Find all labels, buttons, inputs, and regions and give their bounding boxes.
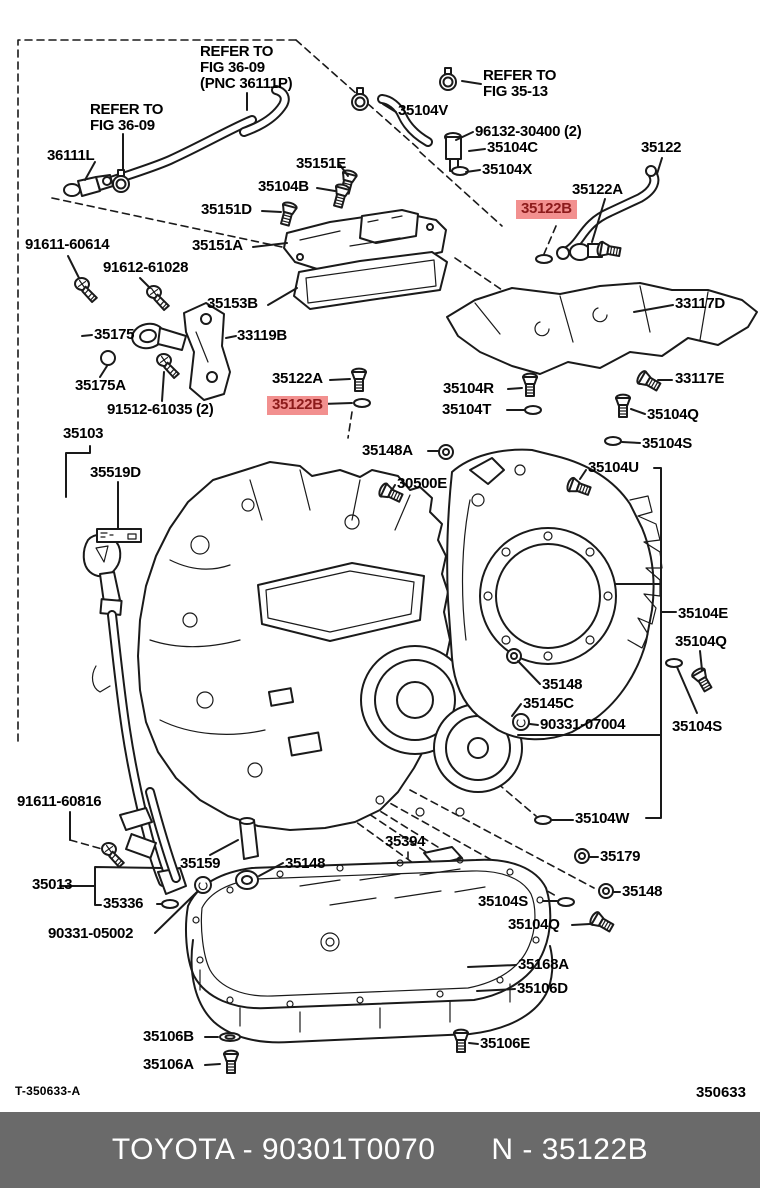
part-label-35148a: 35148A bbox=[362, 442, 413, 459]
part-label-35122b-highlighted: 35122B bbox=[516, 200, 577, 219]
part-label-35175: 35175 bbox=[94, 326, 135, 343]
part-label-90331-07004: 90331-07004 bbox=[540, 716, 626, 733]
part-label-35104q: 35104Q bbox=[508, 916, 560, 933]
part-label-35145c: 35145C bbox=[523, 695, 574, 712]
pressure-sensor bbox=[535, 240, 623, 264]
part-label-35106a: 35106A bbox=[143, 1056, 194, 1073]
part-label-35519d: 35519D bbox=[90, 464, 141, 481]
part-label-refer-to-fig-35-13: REFER TO FIG 35-13 bbox=[483, 67, 557, 100]
part-label-35104e: 35104E bbox=[678, 605, 728, 622]
part-label-35151d: 35151D bbox=[201, 201, 252, 218]
filler-tubes bbox=[119, 787, 259, 883]
part-label-35151e: 35151E bbox=[296, 155, 346, 172]
part-label-35104s: 35104S bbox=[642, 435, 692, 452]
footer-highlighted-part: N - 35122B bbox=[491, 1133, 649, 1166]
torque-converter-openings bbox=[360, 645, 523, 793]
footer-bar: TOYOTA - 90301T0070 N - 35122B bbox=[0, 1112, 760, 1188]
part-label-91612-61028: 91612-61028 bbox=[103, 259, 189, 276]
part-label-36111l: 36111L bbox=[47, 147, 95, 164]
part-label-35122b-highlighted: 35122B bbox=[267, 396, 328, 415]
part-label-33117e: 33117E bbox=[675, 370, 725, 387]
part-label-35151a: 35151A bbox=[192, 237, 243, 254]
part-label-35104q: 35104Q bbox=[647, 406, 699, 423]
part-label-35104s: 35104S bbox=[672, 718, 722, 735]
heat-shield bbox=[446, 282, 758, 375]
transmission-case bbox=[137, 461, 465, 831]
part-label-30500e: 30500E bbox=[397, 475, 447, 492]
part-label-35148: 35148 bbox=[542, 676, 583, 693]
part-label-35122: 35122 bbox=[641, 139, 682, 156]
part-label-35168a: 35168A bbox=[518, 956, 569, 973]
part-label-35104c: 35104C bbox=[487, 139, 538, 156]
part-label-35013: 35013 bbox=[32, 876, 73, 893]
part-label-91611-60614: 91611-60614 bbox=[25, 236, 110, 253]
footer-part-number: TOYOTA - 90301T0070 bbox=[111, 1133, 436, 1166]
part-label-35122a: 35122A bbox=[272, 370, 323, 387]
part-label-35104r: 35104R bbox=[443, 380, 494, 397]
part-label-35104v: 35104V bbox=[398, 102, 448, 119]
mount-bracket bbox=[100, 302, 231, 401]
part-label-35394: 35394 bbox=[385, 833, 426, 850]
hose-fitting bbox=[444, 132, 469, 176]
part-label-91512-61035-2-: 91512-61035 (2) bbox=[107, 401, 214, 418]
oil-pan bbox=[185, 856, 554, 1044]
part-label-33119b: 33119B bbox=[237, 327, 287, 344]
dipstick-assembly bbox=[82, 533, 187, 895]
part-label-35104s: 35104S bbox=[478, 893, 528, 910]
part-label-35106b: 35106B bbox=[143, 1028, 194, 1045]
part-label-35104b: 35104B bbox=[258, 178, 309, 195]
part-label-refer-to-fig-36-09-pnc-36111p-: REFER TO FIG 36-09 (PNC 36111P) bbox=[200, 43, 293, 92]
union-fitting bbox=[63, 174, 114, 197]
part-label-91611-60816: 91611-60816 bbox=[17, 793, 102, 810]
transaxle-housing bbox=[446, 448, 663, 741]
part-label-35106e: 35106E bbox=[480, 1035, 530, 1052]
part-label-35175a: 35175A bbox=[75, 377, 126, 394]
name-plate bbox=[96, 528, 142, 543]
part-label-35148: 35148 bbox=[285, 855, 326, 872]
leader-lines bbox=[59, 80, 703, 1066]
part-label-35104x: 35104X bbox=[482, 161, 532, 178]
part-label-90331-05002: 90331-05002 bbox=[48, 925, 134, 942]
figure-number: 350633 bbox=[695, 1084, 746, 1101]
part-label-35104u: 35104U bbox=[588, 459, 639, 476]
part-label-33117d: 33117D bbox=[675, 295, 725, 312]
part-label-35148: 35148 bbox=[622, 883, 663, 900]
part-label-35153b: 35153B bbox=[207, 295, 258, 312]
valve-body-gasket bbox=[293, 251, 448, 310]
part-label-35104t: 35104T bbox=[442, 401, 492, 418]
part-label-35104q: 35104Q bbox=[675, 633, 727, 650]
oil-cooler-pipe bbox=[535, 165, 660, 264]
part-label-96132-30400-2-: 96132-30400 (2) bbox=[475, 123, 582, 140]
part-label-35103: 35103 bbox=[63, 425, 104, 442]
part-label-35104w: 35104W bbox=[575, 810, 630, 827]
drawing-code: T-350633-A bbox=[15, 1084, 81, 1098]
part-label-refer-to-fig-36-09: REFER TO FIG 36-09 bbox=[90, 101, 164, 134]
part-label-35336: 35336 bbox=[103, 895, 144, 912]
part-label-35179: 35179 bbox=[600, 848, 641, 865]
breather-hoses bbox=[63, 67, 469, 197]
part-label-35122a: 35122A bbox=[572, 181, 623, 198]
part-label-35106d: 35106D bbox=[517, 980, 568, 997]
part-label-35159: 35159 bbox=[180, 855, 221, 872]
